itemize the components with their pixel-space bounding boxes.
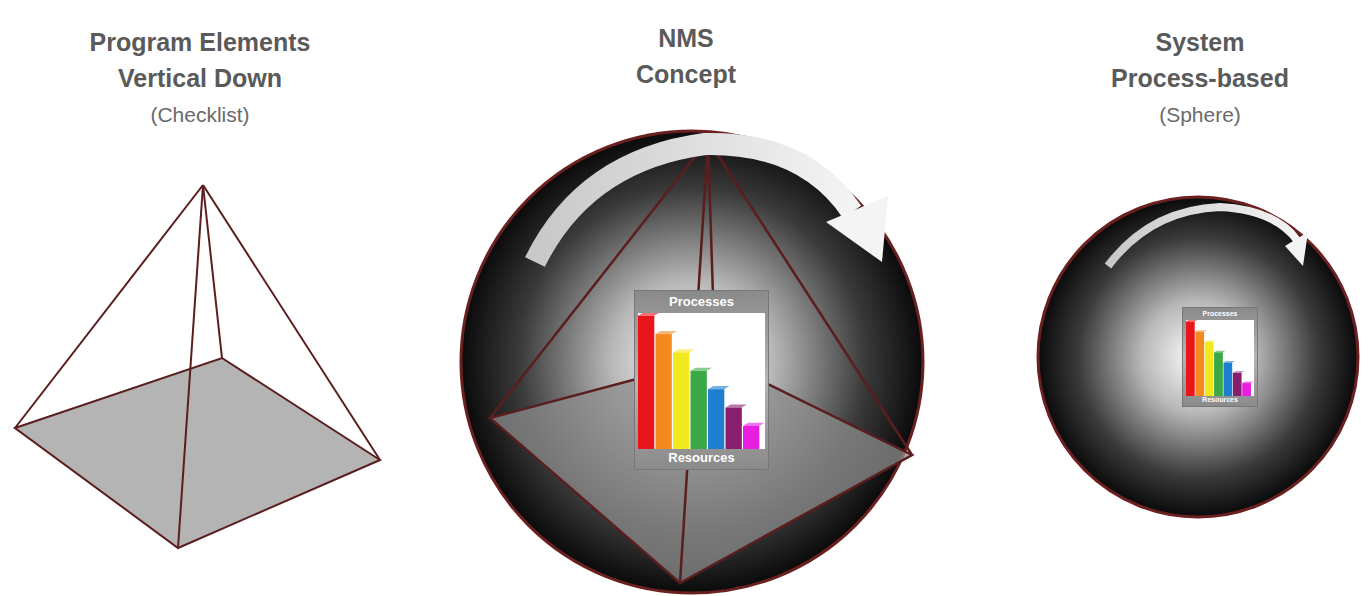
chart-caption: Resources — [635, 447, 768, 469]
rotation-arrow — [1108, 207, 1308, 266]
sphere — [1038, 197, 1358, 517]
chart-icon: ProcessesResources — [634, 290, 769, 470]
pyramid — [490, 140, 912, 583]
subheading: (Checklist) — [150, 103, 249, 127]
heading: System — [1156, 28, 1245, 57]
subheading: (Sphere) — [1159, 103, 1241, 127]
chart-icon: ProcessesResources — [1182, 307, 1258, 407]
heading: NMS — [658, 24, 714, 53]
heading: Process-based — [1111, 64, 1289, 93]
heading: Program Elements — [90, 28, 311, 57]
chart-caption: Resources — [1183, 394, 1257, 406]
chart-caption: Processes — [1183, 308, 1257, 320]
sphere — [461, 131, 923, 593]
heading: Vertical Down — [118, 64, 282, 93]
heading: Concept — [636, 60, 736, 89]
pyramid — [15, 185, 380, 548]
bar-chart — [638, 313, 765, 449]
chart-caption: Processes — [635, 291, 768, 313]
bar-chart — [1186, 320, 1254, 396]
rotation-arrow — [535, 144, 888, 262]
